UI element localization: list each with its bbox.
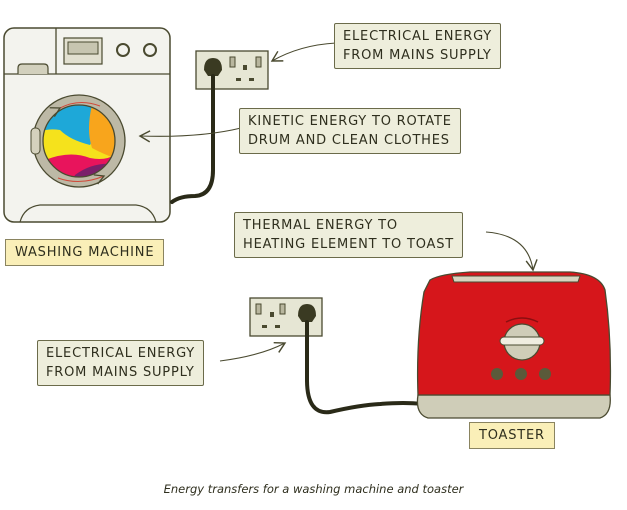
label-line: FROM MAINS SUPPLY (46, 365, 195, 380)
arrow-kinetic-to-drum (138, 127, 242, 143)
wall-socket-icon (195, 50, 269, 90)
label-line: DRUM AND CLEAN CLOTHES (248, 133, 450, 148)
label-line: HEATING ELEMENT TO TOAST (243, 237, 455, 252)
washing-machine-label: WASHING MACHINE (5, 239, 165, 266)
toaster-cable (305, 320, 424, 415)
arrow-thermal-to-slot (485, 231, 538, 272)
toaster-label: TOASTER (469, 422, 555, 449)
label-line: THERMAL ENERGY TO (243, 218, 398, 233)
label-line: FROM MAINS SUPPLY (343, 48, 492, 63)
label-wm-kinetic-energy: KINETIC ENERGY TO ROTATE DRUM AND CLEAN … (239, 108, 461, 154)
arrow-electrical-to-socket-2 (219, 341, 287, 362)
label-toaster-electrical-energy: ELECTRICAL ENERGY FROM MAINS SUPPLY (37, 340, 205, 386)
label-line: KINETIC ENERGY TO ROTATE (248, 114, 452, 129)
label-line: ELECTRICAL ENERGY (46, 346, 196, 361)
label-line: ELECTRICAL ENERGY (343, 29, 493, 44)
label-wm-electrical-energy: ELECTRICAL ENERGY FROM MAINS SUPPLY (334, 23, 502, 69)
washing-machine-icon (3, 27, 171, 223)
figure-caption: Energy transfers for a washing machine a… (163, 482, 464, 496)
label-toaster-thermal-energy: THERMAL ENERGY TO HEATING ELEMENT TO TOA… (234, 212, 464, 258)
toaster-icon (416, 271, 612, 419)
arrow-electrical-to-socket (270, 42, 337, 62)
wall-socket-icon (249, 297, 323, 337)
washing-machine-cable (170, 74, 215, 204)
